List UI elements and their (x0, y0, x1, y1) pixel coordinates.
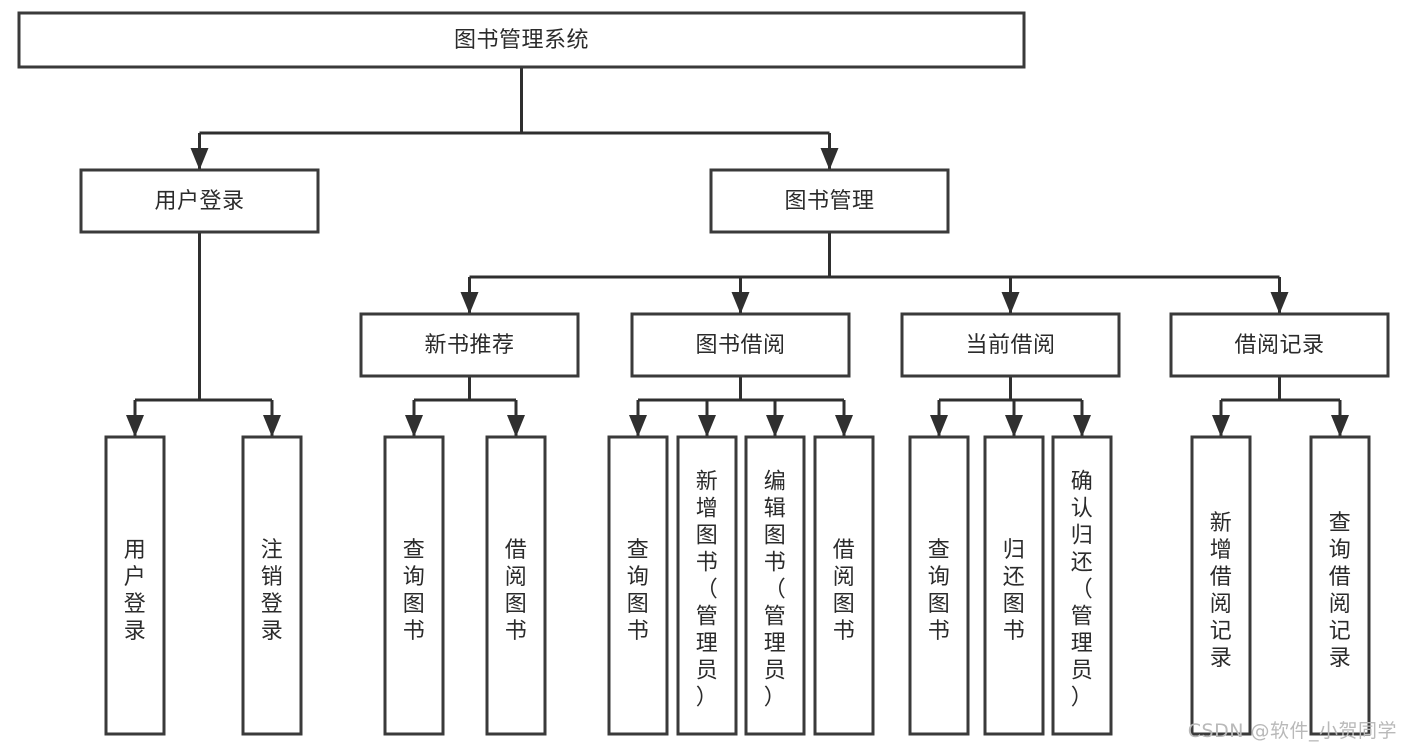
node-leaf-borrow-book-1[interactable]: 借阅图书 (485, 435, 547, 736)
node-box[interactable] (908, 435, 970, 736)
node-box[interactable] (676, 435, 738, 736)
node-leaf-return-book[interactable]: 归还图书 (983, 435, 1045, 736)
node-login[interactable]: 用户登录 (79, 168, 320, 234)
arrow-head-icon (190, 148, 209, 170)
node-label: 注销登录 (261, 538, 284, 644)
node-leaf-query-book-3[interactable]: 查询图书 (908, 435, 970, 736)
arrow-head-icon (126, 415, 144, 437)
node-leaf-query-book-1[interactable]: 查询图书 (383, 435, 445, 736)
node-records[interactable]: 借阅记录 (1169, 312, 1390, 378)
arrow-head-icon (1270, 292, 1289, 314)
arrow-head-icon (1073, 415, 1091, 437)
node-box[interactable] (709, 168, 950, 234)
node-label: 图书管理 (784, 189, 874, 214)
arrow-head-icon (766, 415, 784, 437)
node-box[interactable] (1190, 435, 1252, 736)
arrow-head-icon (1001, 292, 1020, 314)
node-label: 查询图书 (403, 538, 426, 644)
node-label: 借阅图书 (505, 538, 528, 644)
node-label: 查询借阅记录 (1329, 511, 1352, 671)
arrow-head-icon (930, 415, 948, 437)
arrow-head-icon (835, 415, 853, 437)
arrow-head-icon (507, 415, 525, 437)
arrow-head-icon (629, 415, 647, 437)
node-box[interactable] (485, 435, 547, 736)
node-current[interactable]: 当前借阅 (900, 312, 1121, 378)
node-label: 编辑图书（管理员） (764, 469, 787, 710)
node-leaf-add-book[interactable]: 新增图书（管理员） (676, 435, 738, 736)
node-leaf-confirm-return[interactable]: 确认归还（管理员） (1051, 435, 1113, 736)
arrow-head-icon (820, 148, 839, 170)
node-box[interactable] (607, 435, 669, 736)
node-label: 查询图书 (928, 538, 951, 644)
node-leaf-logout[interactable]: 注销登录 (241, 435, 303, 736)
node-box[interactable] (813, 435, 875, 736)
node-leaf-borrow-book-2[interactable]: 借阅图书 (813, 435, 875, 736)
node-leaf-query-book-2[interactable]: 查询图书 (607, 435, 669, 736)
node-label: 用户登录 (154, 189, 244, 214)
arrow-head-icon (731, 292, 750, 314)
node-label: 新增借阅记录 (1210, 511, 1233, 671)
node-box[interactable] (383, 435, 445, 736)
node-newbook[interactable]: 新书推荐 (359, 312, 580, 378)
arrow-head-icon (1212, 415, 1230, 437)
node-label: 当前借阅 (965, 333, 1055, 358)
node-box[interactable] (359, 312, 580, 378)
node-label: 图书借阅 (695, 333, 785, 358)
node-leaf-user-login[interactable]: 用户登录 (104, 435, 166, 736)
node-box[interactable] (1051, 435, 1113, 736)
node-leaf-edit-book[interactable]: 编辑图书（管理员） (744, 435, 806, 736)
node-box[interactable] (983, 435, 1045, 736)
node-label: 用户登录 (124, 538, 147, 644)
node-label: 确认归还（管理员） (1071, 469, 1094, 710)
node-label: 新书推荐 (424, 333, 514, 358)
arrow-head-icon (1331, 415, 1349, 437)
node-label: 图书管理系统 (454, 28, 589, 53)
node-box[interactable] (900, 312, 1121, 378)
node-box[interactable] (104, 435, 166, 736)
node-label: 借阅图书 (833, 538, 856, 644)
node-layer: 图书管理系统用户登录图书管理新书推荐图书借阅当前借阅借阅记录用户登录注销登录查询… (17, 11, 1390, 736)
node-label: 查询图书 (627, 538, 650, 644)
arrow-head-icon (405, 415, 423, 437)
node-label: 归还图书 (1003, 538, 1026, 644)
node-box[interactable] (744, 435, 806, 736)
node-leaf-query-record[interactable]: 查询借阅记录 (1309, 435, 1371, 736)
node-root[interactable]: 图书管理系统 (17, 11, 1026, 69)
node-box[interactable] (1309, 435, 1371, 736)
node-leaf-add-record[interactable]: 新增借阅记录 (1190, 435, 1252, 736)
arrow-head-icon (460, 292, 479, 314)
connector-layer (126, 67, 1349, 437)
node-box[interactable] (79, 168, 320, 234)
node-borrow[interactable]: 图书借阅 (630, 312, 851, 378)
node-box[interactable] (630, 312, 851, 378)
node-box[interactable] (17, 11, 1026, 69)
node-label: 借阅记录 (1234, 333, 1324, 358)
node-box[interactable] (1169, 312, 1390, 378)
arrow-head-icon (698, 415, 716, 437)
arrow-head-icon (1005, 415, 1023, 437)
arrow-head-icon (263, 415, 281, 437)
node-bookmgmt[interactable]: 图书管理 (709, 168, 950, 234)
node-box[interactable] (241, 435, 303, 736)
node-label: 新增图书（管理员） (696, 469, 719, 710)
